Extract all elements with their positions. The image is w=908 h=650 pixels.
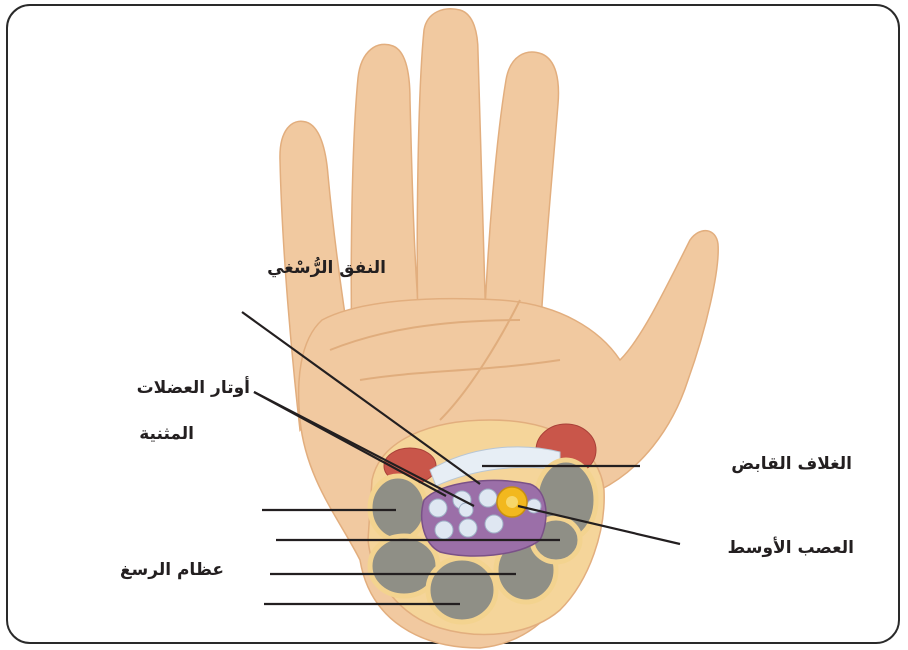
- label-flexor-tendons-line2: المثنية: [80, 424, 194, 444]
- label-carpal-bones: عظام الرسغ: [84, 560, 224, 580]
- wrist-cross-section: [368, 420, 604, 634]
- label-flexor-sheath: الغلاف القابض: [662, 454, 852, 474]
- label-median-nerve: العصب الأوسط: [672, 538, 854, 558]
- label-carpal-tunnel: النفق الرُّسْغي: [226, 258, 386, 278]
- label-flexor-tendons-line1: أوتار العضلات: [80, 378, 250, 398]
